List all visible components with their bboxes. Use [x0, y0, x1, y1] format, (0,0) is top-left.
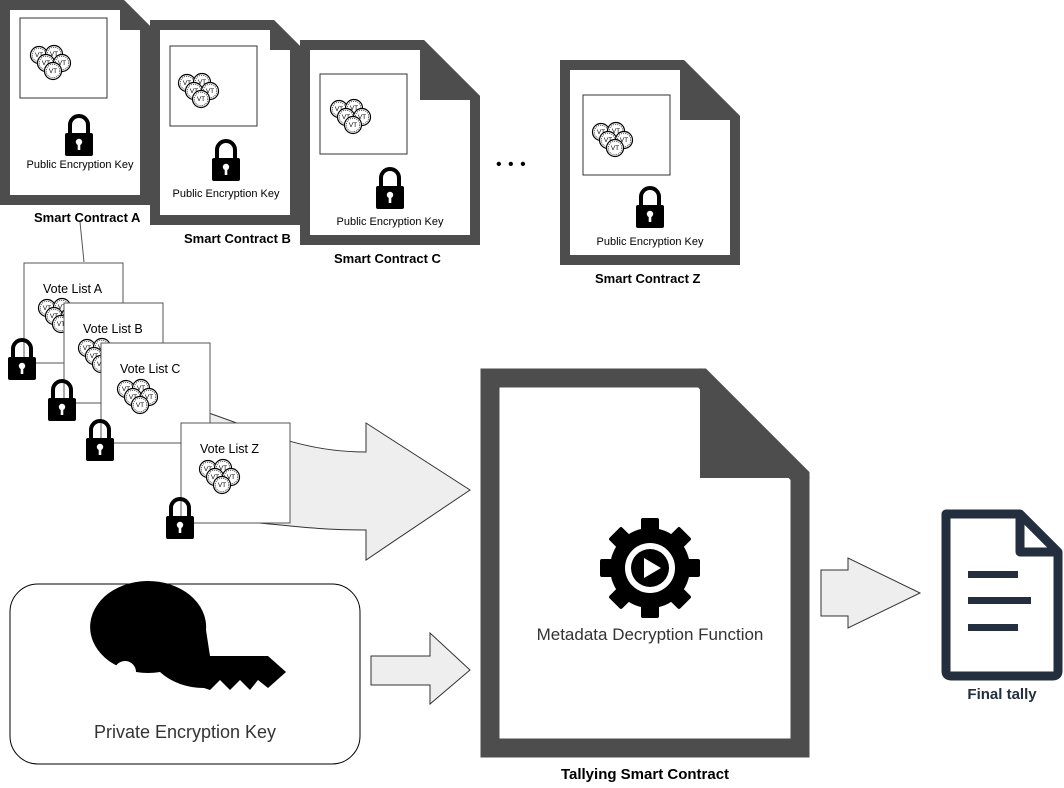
padlock-icon	[6, 338, 38, 382]
smart-contract-z-title: Smart Contract Z	[595, 271, 701, 286]
vote-list-z-label: Vote List Z	[200, 442, 260, 456]
ellipsis: • • •	[496, 156, 527, 173]
gear-play-icon	[600, 518, 700, 618]
smart-contract-c-title: Smart Contract C	[334, 251, 441, 266]
public-key-label-z: Public Encryption Key	[596, 236, 704, 248]
vote-list-b-label: Vote List B	[83, 322, 143, 336]
padlock-icon	[84, 419, 116, 463]
smart-contract-a-title: Smart Contract A	[34, 210, 141, 225]
final-tally-label: Final tally	[967, 686, 1037, 703]
smart-contract-b-title: Smart Contract B	[184, 231, 291, 246]
smart-contract-a-doc	[0, 0, 150, 205]
vote-list-a-label: Vote List A	[43, 282, 103, 296]
vote-list-c-label: Vote List C	[120, 362, 181, 376]
smart-contract-z-doc	[560, 60, 740, 265]
connector-line	[79, 221, 85, 263]
tallying-contract-title: Tallying Smart Contract	[560, 766, 730, 783]
final-tally-doc-icon	[941, 509, 1063, 681]
vote-list-z-card	[180, 422, 291, 524]
smart-contract-c-doc	[300, 40, 480, 245]
private-key-label: Private Encryption Key	[93, 722, 277, 742]
output-arrow	[820, 557, 922, 629]
public-key-label-b: Public Encryption Key	[172, 188, 280, 200]
padlock-icon	[46, 379, 78, 423]
public-key-label-a: Public Encryption Key	[26, 159, 134, 171]
padlock-icon	[164, 497, 196, 541]
decryption-function-label: Metadata Decryption Function	[536, 625, 764, 644]
public-key-label-c: Public Encryption Key	[336, 216, 444, 228]
key-icon	[90, 580, 287, 690]
smart-contract-b-doc	[150, 20, 300, 225]
key-arrow	[370, 631, 471, 706]
